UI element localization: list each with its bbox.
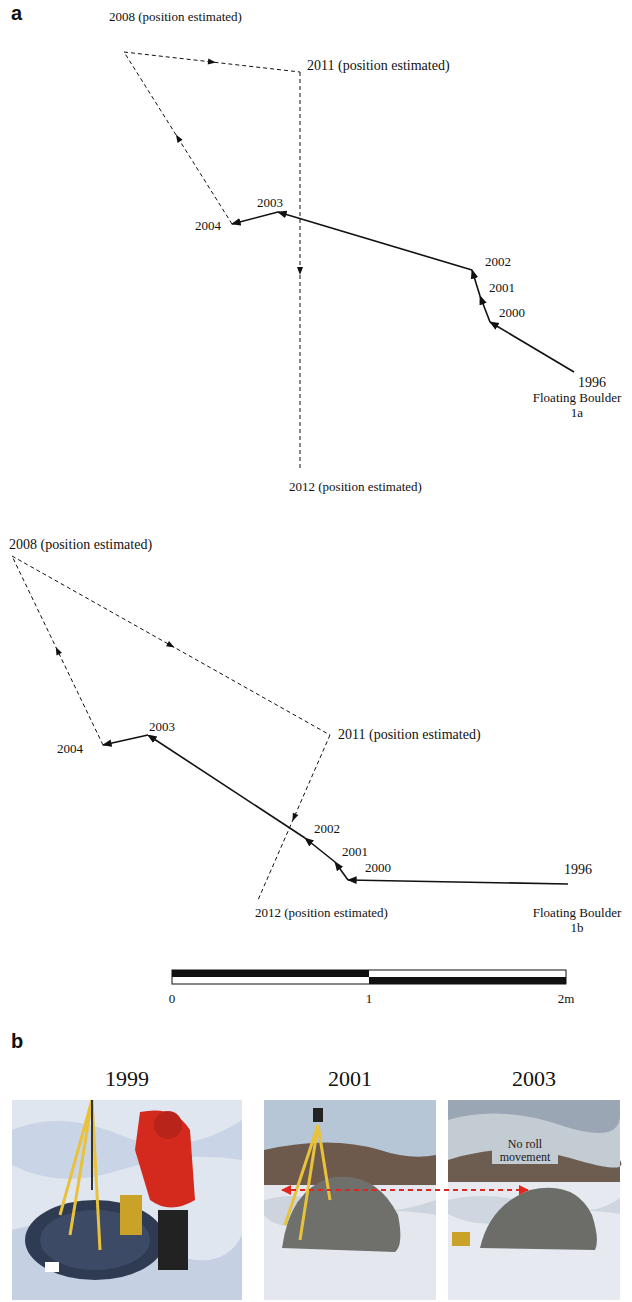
photo-1999	[12, 1100, 242, 1300]
scale-number: 1	[365, 992, 374, 1007]
red-double-arrow	[282, 1189, 528, 1191]
year-label: 2004	[194, 219, 222, 234]
scale-number: 2m	[557, 992, 576, 1007]
photo-annotation: No roll movement	[492, 1138, 558, 1164]
year-label: 2002	[313, 822, 341, 837]
year-label: 1996	[577, 375, 607, 391]
year-label: 2011 (position estimated)	[306, 58, 451, 74]
measured-path	[278, 212, 472, 270]
direction-arrowhead	[166, 641, 174, 648]
direction-arrowhead	[297, 267, 303, 275]
year-label: 2003	[256, 196, 284, 211]
photo-year: 1999	[104, 1066, 150, 1091]
trajectory-lines	[12, 52, 574, 900]
measured-path	[472, 270, 480, 296]
year-label: 2001	[341, 845, 369, 860]
scale-number: 0	[168, 992, 177, 1007]
estimated-path	[12, 556, 330, 735]
measured-path	[480, 296, 490, 322]
year-label: 2004	[56, 742, 84, 757]
measured-path	[305, 838, 335, 862]
photo-2001	[264, 1100, 436, 1300]
year-label: 2011 (position estimated)	[337, 727, 482, 743]
scale-bar	[172, 970, 566, 984]
direction-arrowhead	[292, 813, 298, 822]
year-label: 2000	[364, 861, 392, 876]
estimated-path	[258, 735, 330, 900]
measured-path	[490, 322, 574, 372]
estimated-path	[124, 52, 300, 72]
estimated-path	[124, 52, 232, 224]
measured-path	[335, 862, 348, 880]
boulder-name: Floating Boulder 1a	[526, 391, 628, 421]
year-label: 2008 (position estimated)	[8, 537, 153, 553]
year-label: 2003	[148, 720, 176, 735]
measured-path	[103, 735, 148, 745]
direction-arrowhead	[208, 59, 216, 65]
measured-path	[232, 212, 278, 224]
estimated-path	[12, 556, 103, 745]
measured-path	[148, 735, 305, 838]
panel-letter: b	[10, 1030, 24, 1053]
photo-year: 2003	[511, 1066, 557, 1091]
year-label: 2000	[498, 306, 526, 321]
year-label: 2008 (position estimated)	[108, 10, 243, 25]
year-label: 2001	[488, 281, 516, 296]
year-label: 2012 (position estimated)	[288, 480, 423, 495]
panel-letter: a	[10, 2, 23, 25]
year-label: 1996	[563, 862, 593, 878]
photo-year: 2001	[327, 1066, 373, 1091]
direction-arrowhead	[56, 647, 62, 656]
measured-path	[348, 880, 568, 884]
year-label: 2012 (position estimated)	[254, 906, 389, 921]
boulder-name: Floating Boulder 1b	[526, 906, 628, 936]
year-label: 2002	[484, 255, 512, 270]
direction-arrowhead	[176, 135, 183, 143]
photo-2003	[448, 1100, 621, 1300]
